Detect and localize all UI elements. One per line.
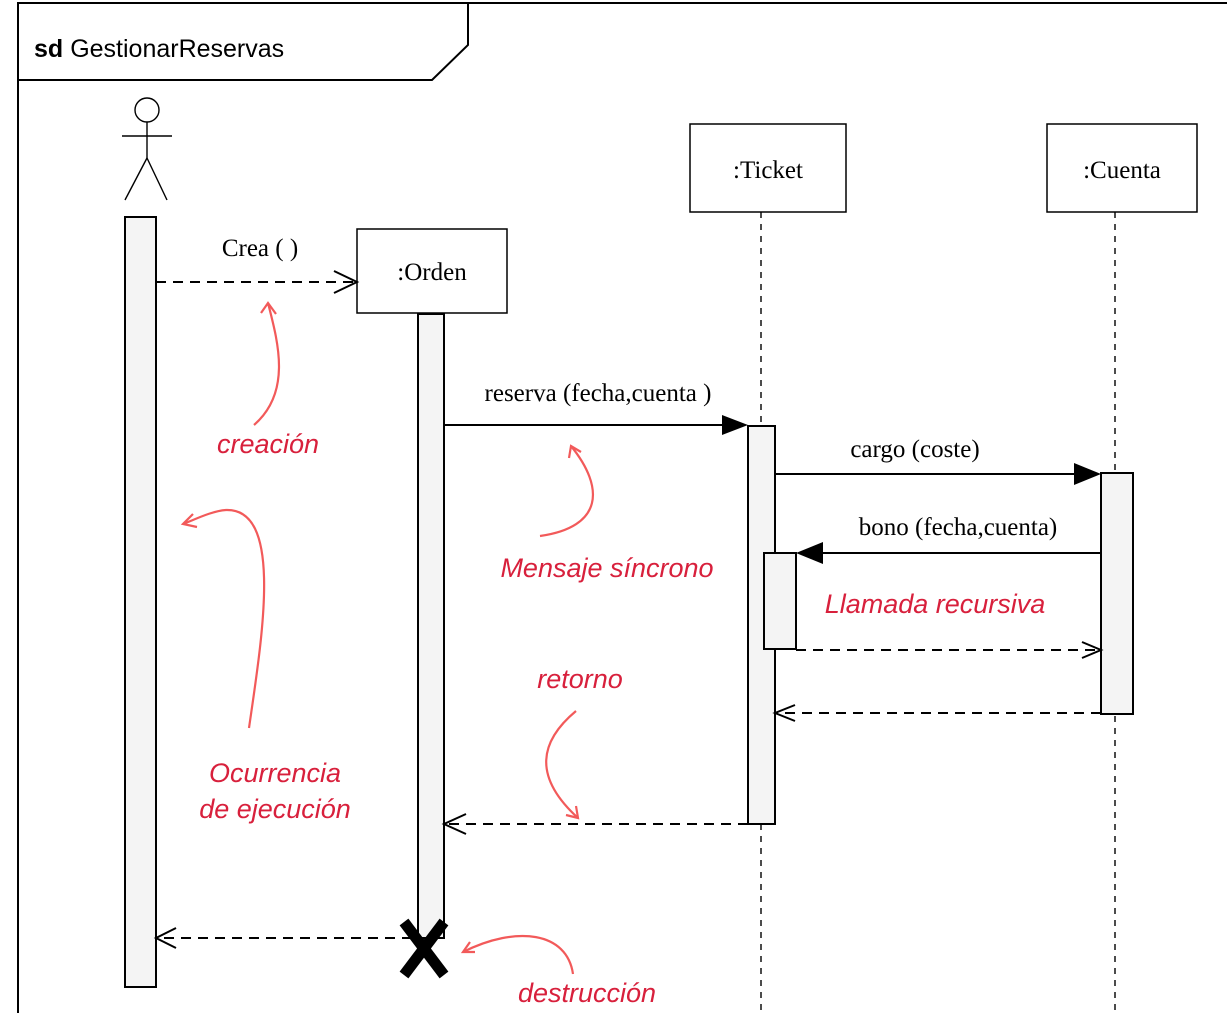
message-cargo-label: cargo (coste): [850, 436, 979, 463]
annotation-retorno: retorno: [537, 664, 623, 694]
orden-activation: [417, 313, 445, 939]
object-cuenta: :Cuenta: [1046, 123, 1198, 213]
message-bono-label: bono (fecha,cuenta): [859, 514, 1058, 541]
destruction-icon: [399, 918, 449, 979]
cuenta-activation: [1100, 472, 1134, 715]
annotation-ocurrencia-line1: Ocurrencia: [209, 758, 341, 788]
actor-icon: [122, 97, 172, 201]
annotation-ocurrencia-line2: de ejecución: [199, 794, 351, 824]
return-recursive: [796, 641, 1104, 659]
message-bono: bono (fecha,cuenta): [796, 514, 1101, 564]
annotation-llamada-recursiva: Llamada recursiva: [825, 589, 1046, 619]
message-cargo: cargo (coste): [775, 436, 1101, 485]
actor-activation: [124, 216, 157, 988]
annotation-arrow-retorno: [545, 710, 580, 820]
annotation-arrow-destruccion: [460, 934, 575, 975]
annotation-mensaje-sincrono: Mensaje síncrono: [500, 553, 713, 583]
return-cuenta-to-ticket: [772, 704, 1101, 722]
annotation-creacion: creación: [217, 429, 319, 459]
annotation-arrow-ocurrencia: [180, 508, 266, 729]
object-cuenta-label: :Cuenta: [1083, 157, 1161, 184]
return-orden-to-actor: [153, 927, 412, 949]
ticket-recursive-activation: [763, 552, 797, 650]
annotation-arrow-creacion: [253, 301, 281, 426]
message-reserva: reserva (fecha,cuenta ): [444, 380, 748, 435]
object-ticket: :Ticket: [689, 123, 847, 213]
object-ticket-label: :Ticket: [733, 157, 803, 184]
message-crea-label: Crea ( ): [222, 235, 298, 262]
annotation-arrow-mensaje: [539, 444, 594, 538]
object-orden: :Orden: [356, 228, 508, 314]
frame-name: GestionarReservas: [70, 35, 284, 63]
message-reserva-label: reserva (fecha,cuenta ): [485, 380, 712, 407]
return-ticket-to-orden: [441, 813, 748, 835]
frame-keyword: sd: [34, 35, 63, 63]
object-orden-label: :Orden: [397, 259, 467, 286]
message-crea: Crea ( ): [156, 235, 360, 294]
annotation-destruccion: destrucción: [518, 978, 656, 1008]
